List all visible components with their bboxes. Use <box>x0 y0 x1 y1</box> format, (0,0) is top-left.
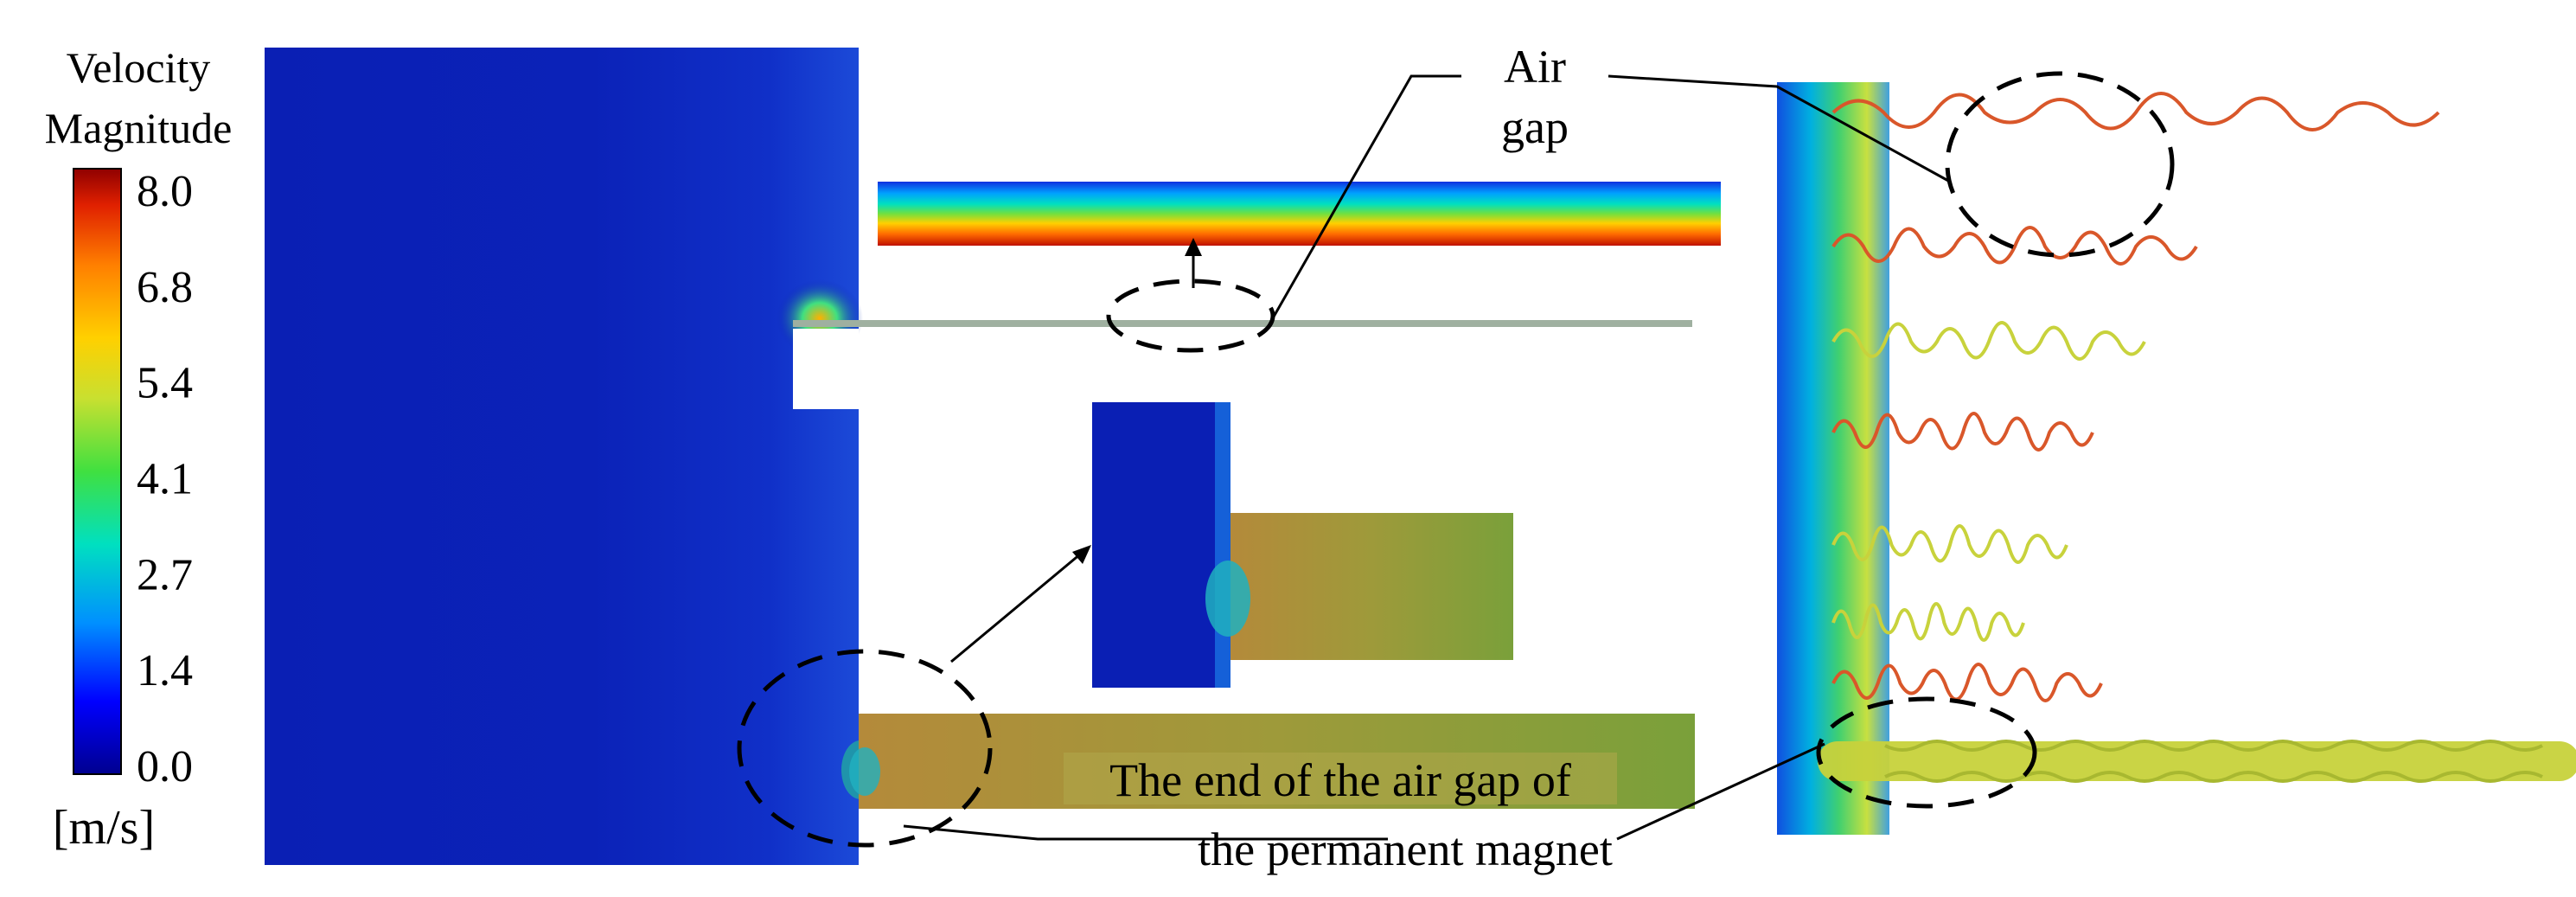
colorbar-ticks: 8.0 6.8 5.4 4.1 2.7 1.4 0.0 <box>137 167 193 791</box>
fluid-domain <box>265 48 859 865</box>
inset-magnet <box>1230 513 1513 660</box>
magnet-end-label-line2: the permanent magnet <box>1198 823 1613 875</box>
colorbar-tick-label: 5.4 <box>137 359 193 408</box>
colorbar-tick-label: 2.7 <box>137 550 193 599</box>
streamline-path <box>1831 92 2440 131</box>
magnet-end-highlight-ellipse <box>737 649 993 848</box>
magnet-end-inset <box>1092 402 1513 688</box>
streamlines <box>1831 92 2440 702</box>
colorbar <box>73 168 122 775</box>
colorbar-tick-label: 8.0 <box>137 167 193 216</box>
legend-title-line1: Velocity <box>67 43 211 92</box>
inset-fluid <box>1092 402 1230 688</box>
magnet-end-streak-texture <box>1884 740 2543 783</box>
legend-title-line2: Magnitude <box>45 104 233 152</box>
air-gap-velocity-band <box>878 182 1721 246</box>
colorbar-legend: Velocity Magnitude 8.0 6.8 5.4 4.1 2.7 1.4 0.0… <box>45 43 233 855</box>
inset-zoom-arrowhead <box>1072 545 1091 564</box>
inset-vortex <box>1205 561 1250 637</box>
air-gap-highlight-ellipse <box>1106 279 1275 353</box>
magnet-end-label-backdrop <box>1064 753 1617 804</box>
magnet-end-leader-left <box>903 824 1388 841</box>
streamline-bottom-highlight-ellipse <box>1816 696 2037 809</box>
air-gap-surface <box>793 320 1692 327</box>
streamline-panel <box>1777 82 2576 835</box>
colorbar-tick-label: 0.0 <box>137 742 193 791</box>
air-gap-label-line2: gap <box>1501 101 1569 153</box>
streamline-path <box>1831 663 2103 702</box>
air-gap-leader-left <box>1265 74 1461 330</box>
colorbar-tick-label: 1.4 <box>137 646 193 695</box>
streamline-path <box>1831 602 2025 642</box>
streamline-top-highlight-ellipse <box>1945 71 2175 258</box>
streamline-path <box>1831 524 2068 564</box>
stator-notch <box>793 329 859 409</box>
streamline-path <box>1831 226 2198 266</box>
magnet-end-cyan <box>849 747 880 796</box>
magnet-end-leader-right <box>1616 742 1825 841</box>
colorbar-tick-label: 6.8 <box>137 263 193 312</box>
streamline-path <box>1831 412 2094 452</box>
air-gap-label-line1: Air <box>1504 41 1566 93</box>
air-gap-leader-right <box>1608 74 1951 183</box>
inset-zoom-arrow <box>950 552 1082 663</box>
velocity-field-panel <box>265 48 879 865</box>
legend-unit: [m/s] <box>53 801 155 855</box>
magnet-end-label-line1: The end of the air gap of <box>1109 754 1571 806</box>
inset-fluid-edge <box>1215 402 1230 688</box>
air-gap-zoom-arrowhead <box>1185 238 1202 256</box>
streamline-path <box>1831 321 2146 361</box>
streamline-base-band <box>1777 82 1889 835</box>
colorbar-tick-label: 4.1 <box>137 455 193 504</box>
